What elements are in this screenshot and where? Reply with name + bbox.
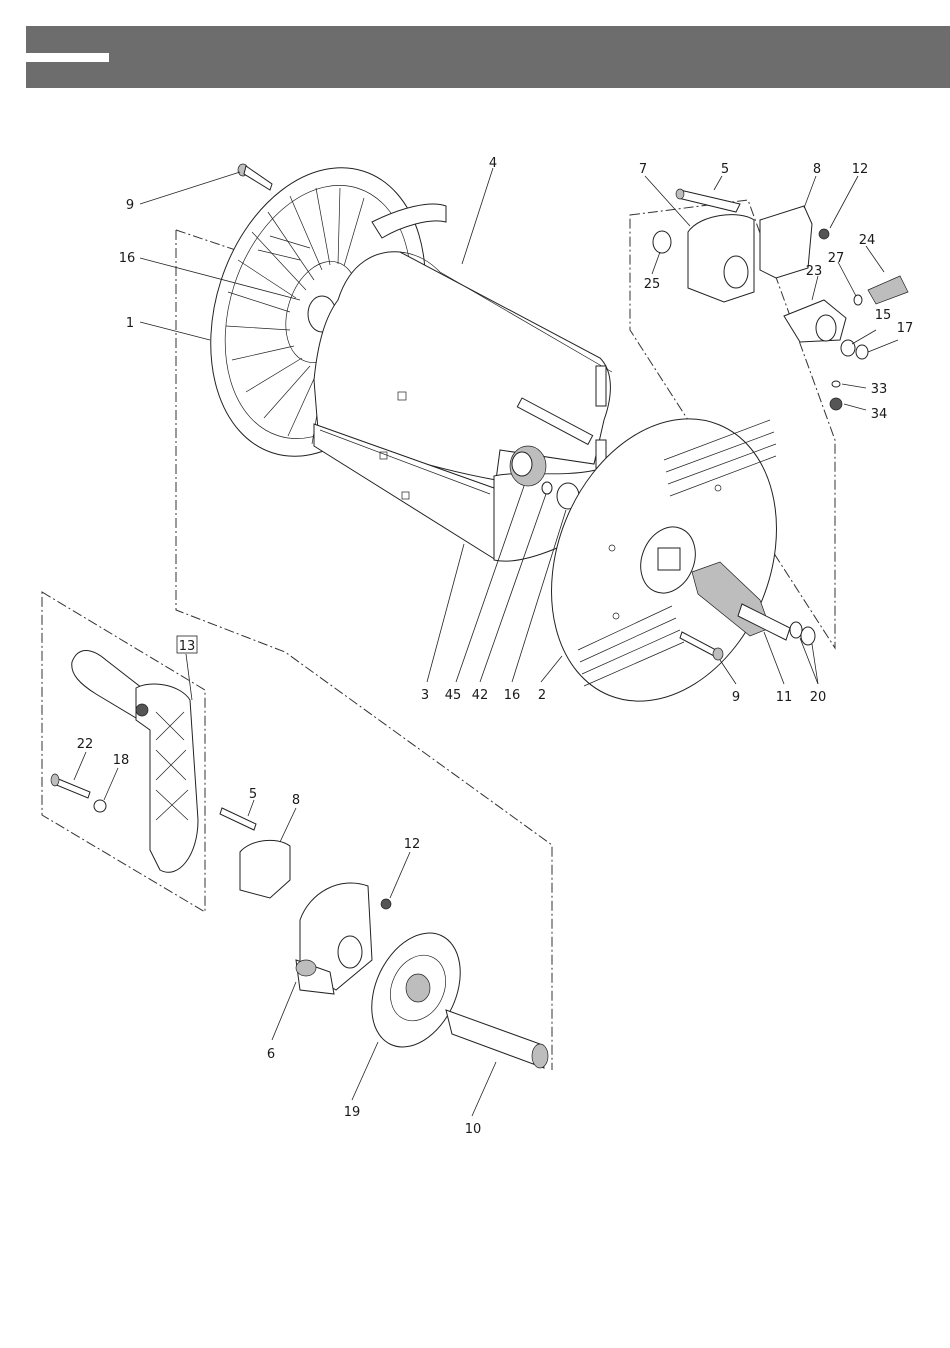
callout-5-top: 5 [721,162,729,177]
callout-7: 7 [639,162,647,177]
callout-15: 15 [875,308,892,323]
crank-handle [72,651,198,873]
callout-11: 11 [776,690,793,705]
handle-washer [94,800,106,812]
callout-5-bottom: 5 [249,787,257,802]
callout-4: 4 [489,156,497,171]
callout-8-top: 8 [813,162,821,177]
callout-10: 10 [465,1122,482,1137]
callout-17: 17 [897,321,914,336]
callout-24: 24 [859,233,876,248]
callout-45: 45 [445,688,462,703]
callout-3: 3 [421,688,429,703]
fitting-ring-2 [801,627,815,645]
callout-8-bottom: 8 [292,793,300,808]
handle-screw [51,774,90,798]
screw-top-left [238,164,272,190]
callout-9-bottom: 9 [732,690,740,705]
callout-2: 2 [538,688,546,703]
callout-13: 13 [179,639,196,654]
hose-connector-group [653,189,908,410]
callout-16-bottom: 16 [504,688,521,703]
fitting-ring-1 [790,622,802,638]
callout-42: 42 [472,688,489,703]
callout-6: 6 [267,1047,275,1062]
callout-12-bottom: 12 [404,837,421,852]
callout-12-top: 12 [852,162,869,177]
callout-34: 34 [871,407,888,422]
callout-27: 27 [828,251,845,266]
callout-18: 18 [113,753,130,768]
drum [314,252,612,561]
callout-23: 23 [806,264,823,279]
callout-22: 22 [77,737,94,752]
callout-25: 25 [644,277,661,292]
ring-small [542,482,552,494]
coupling-nut [510,446,546,486]
callout-19: 19 [344,1105,361,1120]
drive-disc [354,919,477,1062]
drive-shaft [446,1010,548,1068]
callout-1: 1 [126,316,134,331]
callout-9-top: 9 [126,198,134,213]
callout-20: 20 [810,690,827,705]
bracket-lower [220,808,391,994]
callout-33: 33 [871,382,888,397]
callout-16-left: 16 [119,251,136,266]
